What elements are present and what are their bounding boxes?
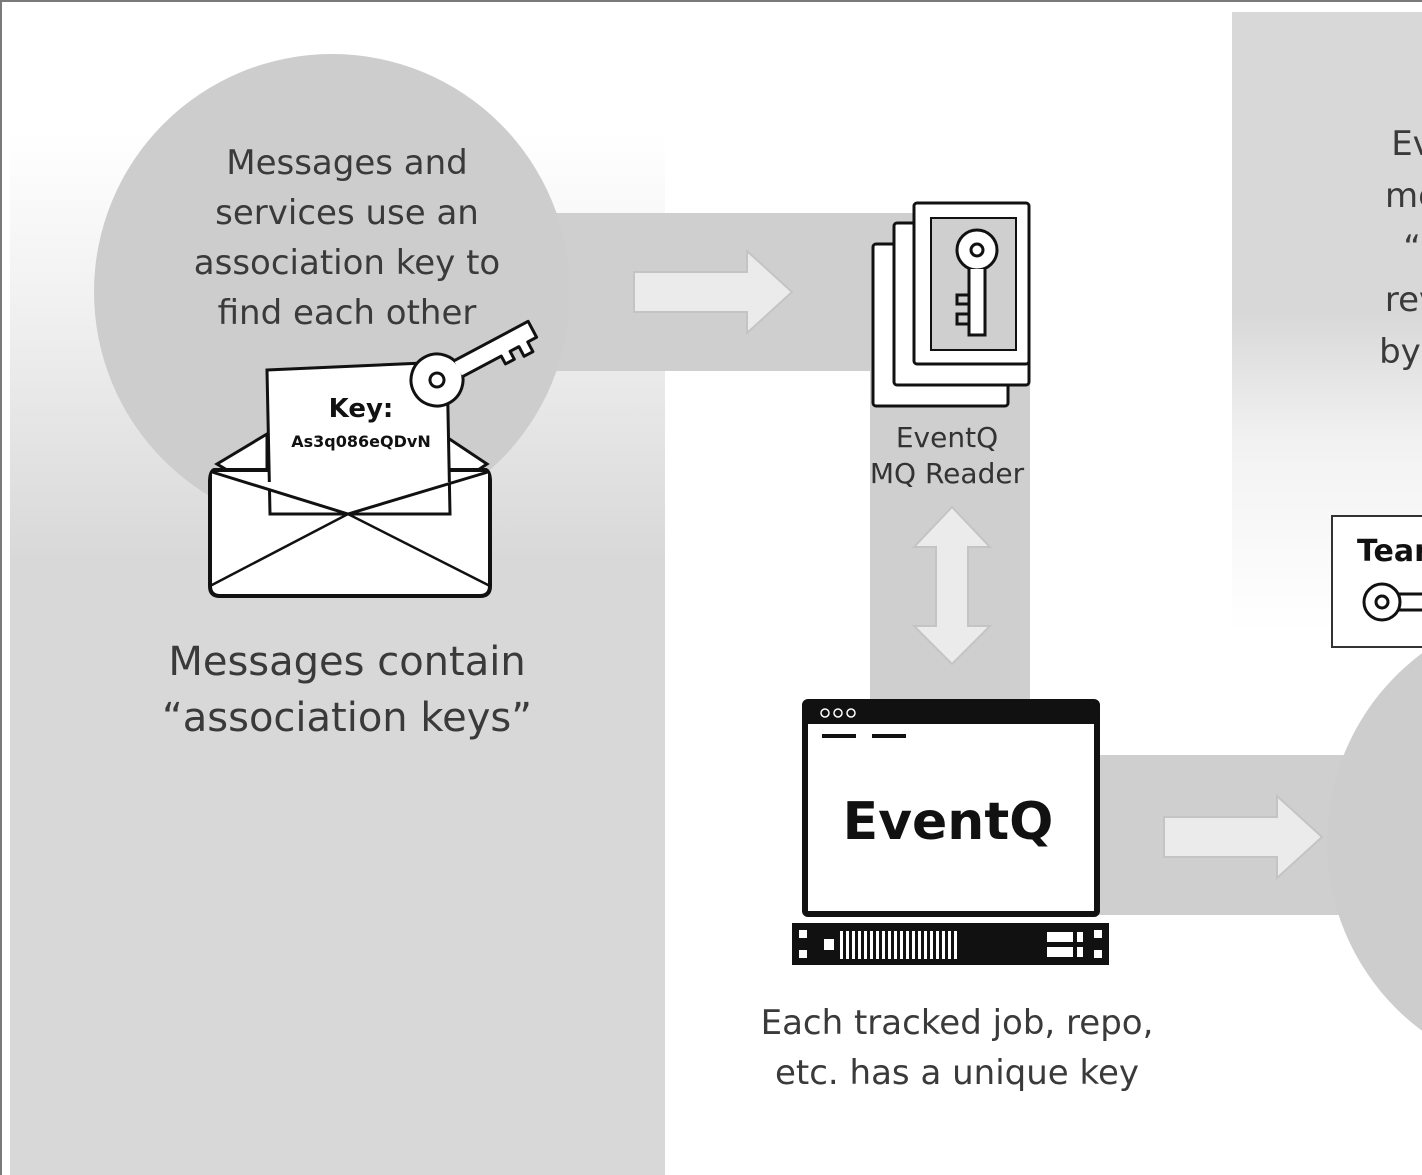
envelope-icon: [208, 360, 492, 598]
association-line: Messages and: [226, 143, 468, 183]
document-stack-icon: [871, 201, 1031, 408]
team-card: [1331, 515, 1422, 648]
association-line: find each other: [217, 293, 477, 333]
association-line: association key to: [193, 243, 501, 283]
right-partial-line: me: [1384, 176, 1422, 216]
envelope-key-label: Key:: [328, 394, 394, 424]
team-card-label: Tear: [1357, 534, 1422, 569]
tracked-line: etc. has a unique key: [774, 1053, 1140, 1093]
association-line: services use an: [215, 193, 479, 233]
right-arrow-bottom: [1163, 793, 1324, 881]
association-caption: Messages and services use an association…: [152, 138, 542, 338]
tracked-caption: Each tracked job, repo, etc. has a uniqu…: [722, 998, 1192, 1098]
envelope-key-value: As3q086eQDvN: [291, 432, 431, 451]
rack-unit-icon: [792, 923, 1109, 965]
right-partial-line: “: [1403, 228, 1421, 268]
right-partial-caption: Ev me “ rev by t: [1342, 118, 1422, 378]
mq-reader-caption: EventQ MQ Reader: [832, 420, 1062, 492]
mq-reader-line: MQ Reader: [869, 457, 1025, 490]
server-window-icon: [802, 699, 1100, 917]
right-partial-line: by t: [1379, 332, 1422, 372]
association-circle: [94, 54, 570, 530]
double-arrow-icon: [911, 505, 993, 666]
messages-contain-caption: Messages contain “association keys”: [122, 634, 572, 746]
key-icon: [409, 319, 539, 408]
messages-contain-line: Messages contain: [168, 639, 526, 685]
right-partial-line: Ev: [1391, 124, 1422, 164]
tracked-line: Each tracked job, repo,: [760, 1003, 1154, 1043]
right-partial-line: rev: [1384, 280, 1422, 320]
messages-contain-line: “association keys”: [162, 695, 532, 741]
eventq-title: EventQ: [842, 792, 1054, 852]
mq-reader-line: EventQ: [895, 421, 999, 454]
right-arrow-top: [633, 248, 794, 336]
right-circle: [1327, 653, 1422, 1031]
